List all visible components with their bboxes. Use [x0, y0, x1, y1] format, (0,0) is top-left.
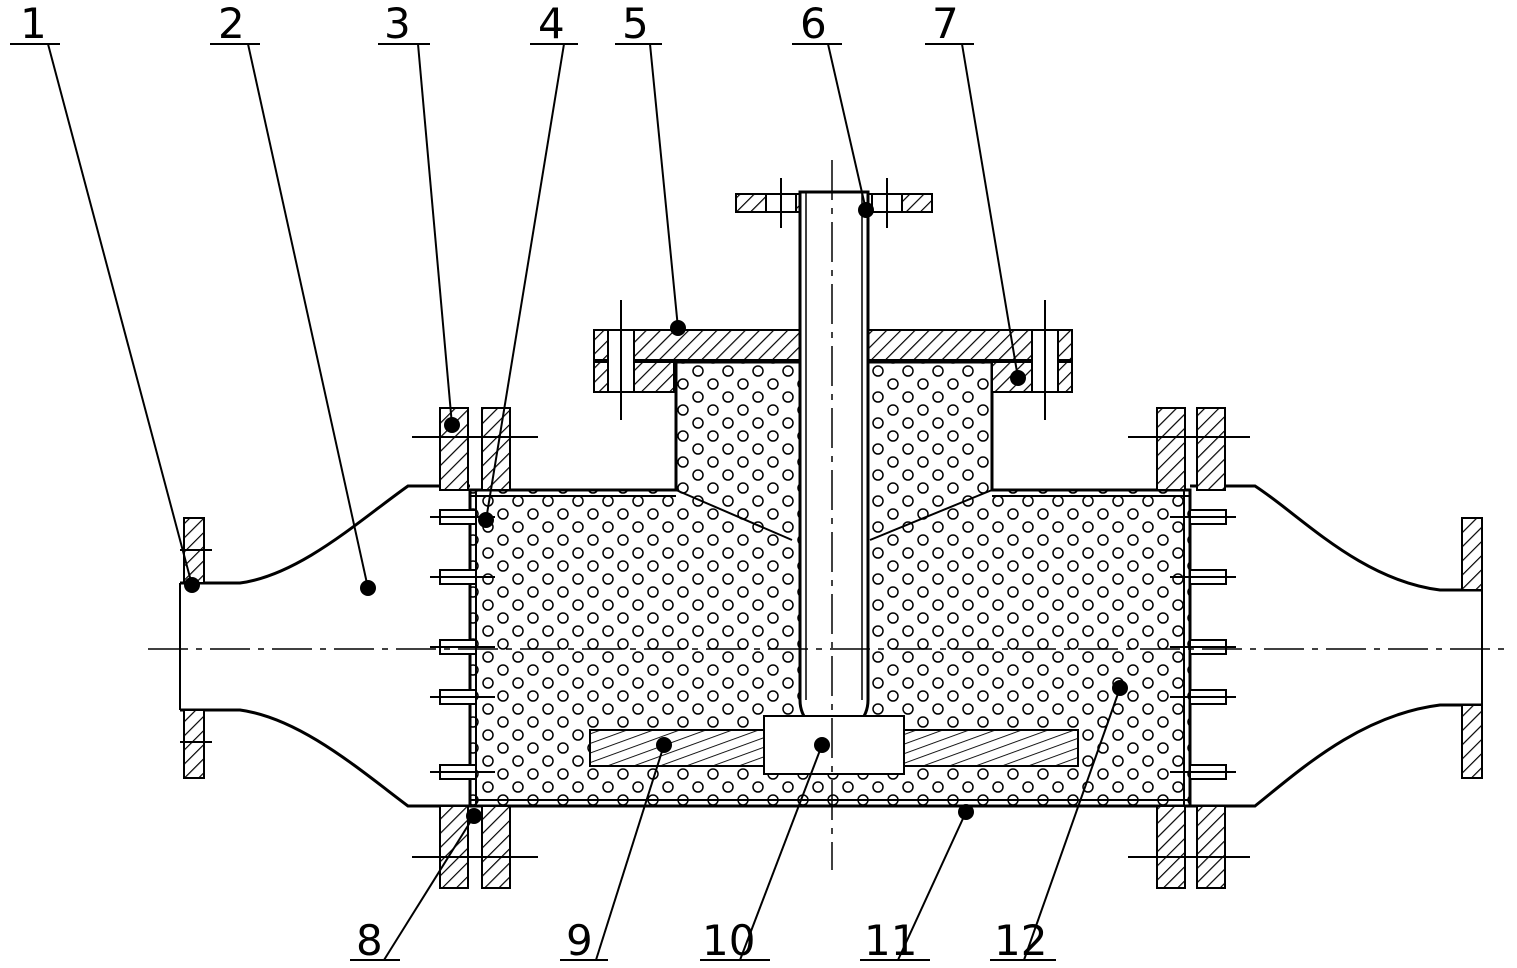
label-2: 2 — [218, 0, 245, 48]
label-6: 6 — [800, 0, 827, 48]
inlet-cone — [179, 484, 470, 808]
callout-dots — [184, 202, 1128, 824]
part-labels: 1 2 3 4 5 6 7 8 9 10 11 12 — [20, 0, 1047, 965]
label-7: 7 — [932, 0, 959, 48]
label-4: 4 — [538, 0, 565, 48]
top-cover — [593, 300, 1073, 420]
label-3: 3 — [384, 0, 411, 48]
center-pipe — [735, 178, 933, 736]
right-bolts — [1170, 509, 1236, 780]
distributor — [589, 715, 1079, 775]
outlet-cone — [1190, 484, 1483, 808]
label-1: 1 — [20, 0, 47, 48]
label-12: 12 — [994, 916, 1047, 965]
label-5: 5 — [622, 0, 649, 48]
left-bolts — [430, 509, 495, 780]
label-8: 8 — [356, 916, 383, 965]
centerlines — [148, 160, 1512, 870]
label-10: 10 — [702, 916, 755, 965]
label-11: 11 — [864, 916, 917, 965]
label-9: 9 — [566, 916, 593, 965]
leader-lines — [10, 43, 1121, 961]
